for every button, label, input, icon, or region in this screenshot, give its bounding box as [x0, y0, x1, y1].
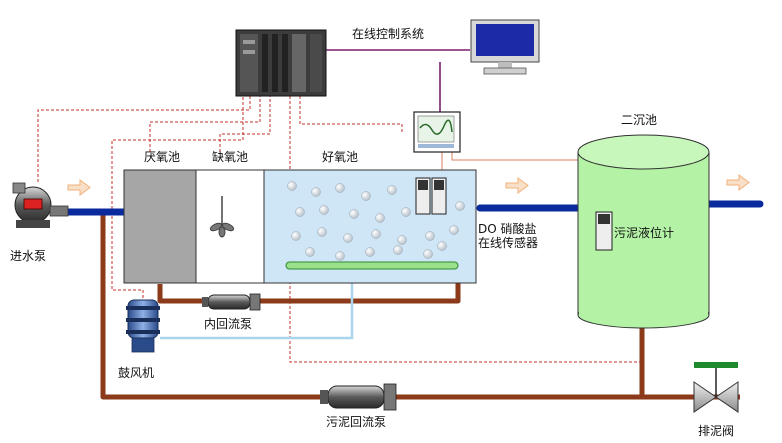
sludge-return-pump-label: 污泥回流泵 — [326, 415, 387, 429]
pump-icon — [12, 182, 69, 228]
flow-arrow-icon — [67, 179, 91, 196]
online-sensor-label: 在线传感器 — [478, 236, 539, 250]
air-line — [160, 273, 354, 340]
bubble — [291, 231, 301, 241]
sensor-probe-icon — [415, 177, 447, 215]
secondary-clarifier-label: 二沉池 — [621, 113, 658, 127]
bubble — [335, 251, 345, 261]
level-meter-icon — [595, 211, 613, 251]
signal-line-anoxic — [219, 96, 271, 152]
bubble — [401, 207, 411, 217]
bubble — [393, 245, 403, 255]
influent-pump-label: 进水泵 — [10, 249, 47, 263]
bubble — [437, 241, 447, 251]
bubble — [361, 191, 371, 201]
bubble — [375, 213, 385, 223]
bubble — [287, 181, 297, 191]
signal-line-blower — [111, 96, 244, 298]
signal-line-influent-pump — [37, 96, 251, 182]
pump-icon — [320, 383, 397, 411]
bubble — [397, 235, 407, 245]
dosing-controller-icon — [413, 111, 461, 153]
bubble — [343, 233, 353, 243]
flow-arrow-icon — [505, 177, 529, 194]
anaerobic-tank-label: 厌氧池 — [144, 150, 181, 164]
bubble — [371, 229, 381, 239]
sludge-discharge-valve-label: 排泥阀 — [698, 424, 735, 438]
bubble — [317, 227, 327, 237]
sludge-return-pipe — [100, 213, 740, 400]
bubble — [365, 247, 375, 257]
flow-arrows — [67, 174, 750, 196]
flow-arrow-icon — [726, 174, 750, 191]
blower-label: 鼓风机 — [118, 366, 155, 380]
plc-cabinet-icon — [235, 29, 327, 97]
sludge-level-meter-label: 污泥液位计 — [614, 226, 675, 240]
bubble — [335, 183, 345, 193]
internal-recycle-pump-label: 内回流泵 — [204, 317, 253, 331]
bubble — [295, 207, 305, 217]
bubble — [455, 201, 465, 211]
bubble — [425, 231, 435, 241]
sludge-pipes — [100, 213, 740, 400]
pump-icon — [202, 293, 261, 311]
bubble — [305, 247, 315, 257]
clarifier-top — [577, 134, 710, 170]
anoxic-tank-label: 缺氧池 — [212, 150, 249, 164]
aerobic-tank-label: 好氧池 — [322, 150, 359, 164]
blower-icon — [126, 299, 160, 353]
bubble — [319, 205, 329, 215]
anaerobic-tank-body — [123, 169, 197, 284]
internal-recycle-pipe — [157, 280, 461, 304]
bubble — [311, 187, 321, 197]
signal-line-aerobic — [299, 96, 403, 132]
bubble — [423, 249, 433, 259]
do-nitrate-label: DO 硝酸盐 — [478, 222, 537, 236]
aeration-diffuser — [285, 261, 459, 270]
bubble — [349, 209, 359, 219]
bubble — [449, 225, 459, 235]
aeration-bubbles — [287, 181, 465, 261]
secondary-clarifier — [577, 134, 710, 329]
monitor-icon — [470, 19, 540, 75]
water-pipes — [64, 200, 764, 216]
mixer-icon — [209, 196, 235, 238]
valve-icon — [693, 362, 739, 413]
control-network — [326, 49, 470, 112]
signal-line-anaerobic — [149, 96, 261, 152]
online-control-system-label: 在线控制系统 — [352, 27, 425, 41]
bubble — [387, 185, 397, 195]
